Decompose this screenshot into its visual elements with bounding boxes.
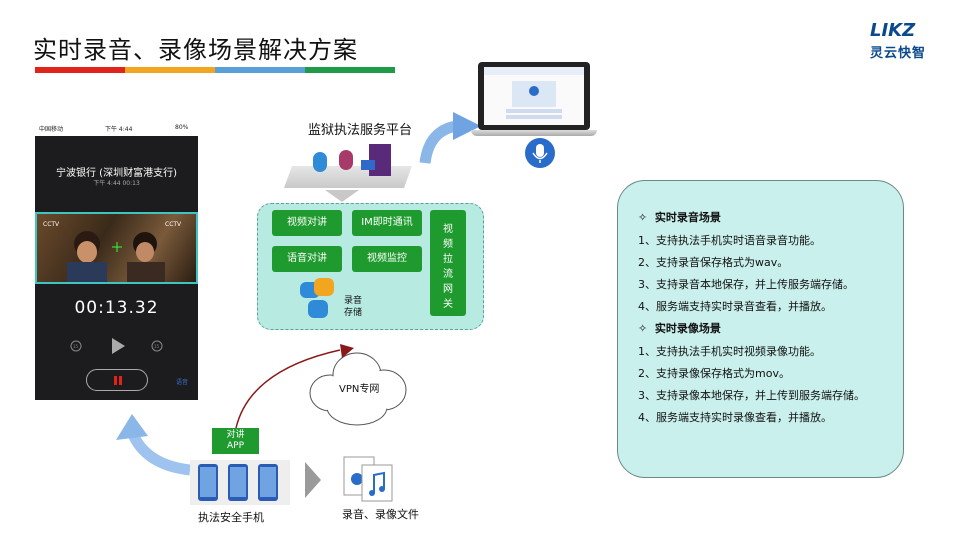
accent-bar-green: [305, 67, 395, 73]
phones-icon: [190, 460, 290, 505]
vpn-label: VPN专网: [339, 384, 380, 395]
laptop-display: [484, 67, 584, 125]
microphone-icon: [525, 138, 555, 168]
video-scene: CCTV CCTV: [43, 221, 182, 282]
logo-mark-text: LIKZ: [870, 20, 916, 41]
panel-item: 2、支持录像保存格式为mov。: [638, 367, 790, 380]
playback-controls: 15 15: [70, 338, 163, 354]
logo-text: 灵云快智: [870, 46, 927, 61]
panel-item: 3、支持录像本地保存，并上传到服务端存储。: [638, 389, 865, 402]
btn-voice-intercom[interactable]: 语音对讲: [272, 246, 342, 272]
panel-item: 4、服务端支持实时录像查看，并播放。: [638, 411, 832, 424]
pause-bar-icon: [119, 376, 122, 385]
rewind-icon: [70, 340, 82, 352]
video-preview: CCTV CCTV: [35, 212, 198, 284]
accent-bar-blue: [215, 67, 305, 73]
page-title: 实时录音、录像场景解决方案: [33, 36, 358, 64]
panel-item: 1、支持执法手机实时语音录音功能。: [638, 234, 821, 247]
phone-status-bar: 中国移动 下午 4:44 80%: [35, 120, 198, 136]
cloud-icon: [309, 352, 407, 426]
panel-item: 4、服务端支持实时录音查看，并播放。: [638, 300, 832, 313]
rewind-label: 15: [73, 344, 79, 349]
accent-bar-orange: [125, 67, 215, 73]
server-icons: [313, 144, 391, 176]
panel-heading-video-text: 实时录像场景: [654, 322, 721, 335]
panel-heading-video: ✧ 实时录像场景: [638, 322, 721, 335]
panel-item: 3、支持录音本地保存，并上传服务端存储。: [638, 278, 854, 291]
recording-timer: 00:13.32: [74, 298, 159, 318]
arrow-up-left-icon: [116, 414, 191, 476]
btn-video-monitor[interactable]: 视频监控: [352, 246, 422, 272]
call-name: 宁波银行 (深圳财富港支行): [56, 168, 177, 179]
storage-label-line1: 录音: [344, 296, 363, 306]
accent-bar-red: [35, 67, 125, 73]
intercom-app-badge: 对讲 APP: [212, 428, 259, 454]
panel-heading-audio-text: 实时录音场景: [654, 211, 721, 224]
laptop-base: [471, 130, 597, 136]
pause-bar-icon: [114, 376, 117, 385]
forward-icon: [151, 340, 163, 352]
storage-label-line2: 存储: [344, 308, 363, 318]
storage-icon: [300, 278, 334, 318]
platform-label: 监狱执法服务平台: [308, 123, 413, 138]
stop-button[interactable]: [86, 369, 148, 391]
carrier-label: 中国移动: [39, 126, 64, 133]
app-badge-line2: APP: [226, 441, 244, 451]
panel-item: 2、支持录音保存格式为wav。: [638, 256, 789, 269]
phones-label: 执法安全手机: [198, 511, 264, 524]
side-label: 语音: [176, 379, 189, 386]
brand-logo: LIKZ: [870, 20, 916, 41]
call-time: 下午 4:44 00:13: [93, 180, 140, 187]
video-gateway-label: 视频拉流网关: [443, 224, 453, 310]
tv-logo-left: CCTV: [43, 221, 60, 228]
info-panel: ✧ 实时录音场景 1、支持执法手机实时语音录音功能。 2、支持录音保存格式为wa…: [617, 180, 904, 478]
laptop-app-ui: [484, 67, 584, 119]
app-badge-line1: 对讲: [226, 430, 245, 440]
status-time: 下午 4:44: [105, 126, 133, 133]
platform-box: 视频对讲 IM即时通讯 语音对讲 视频监控 视频拉流网关: [257, 203, 484, 330]
funnel-icon: [325, 190, 359, 202]
storage-label: 录音 存储: [344, 295, 362, 319]
play-icon: [112, 338, 125, 354]
forward-label: 15: [154, 344, 160, 349]
btn-im[interactable]: IM即时通讯: [352, 210, 422, 236]
panel-heading-audio: ✧ 实时录音场景: [638, 211, 721, 224]
arrow-right-icon: [305, 462, 321, 498]
phone-screen: 中国移动 下午 4:44 80% 宁波银行 (深圳财富港支行) 下午 4:44 …: [35, 120, 198, 400]
panel-item: 1、支持执法手机实时视频录像功能。: [638, 345, 821, 358]
media-files-icon: [343, 456, 393, 502]
arrow-up-right-icon: [419, 112, 481, 164]
btn-video-intercom[interactable]: 视频对讲: [272, 210, 342, 236]
battery-label: 80%: [175, 124, 189, 131]
tv-logo-right: CCTV: [165, 221, 182, 228]
connection-arrow-icon: [235, 344, 354, 429]
btn-video-gateway[interactable]: 视频拉流网关: [430, 210, 466, 316]
files-label: 录音、录像文件: [342, 508, 419, 521]
